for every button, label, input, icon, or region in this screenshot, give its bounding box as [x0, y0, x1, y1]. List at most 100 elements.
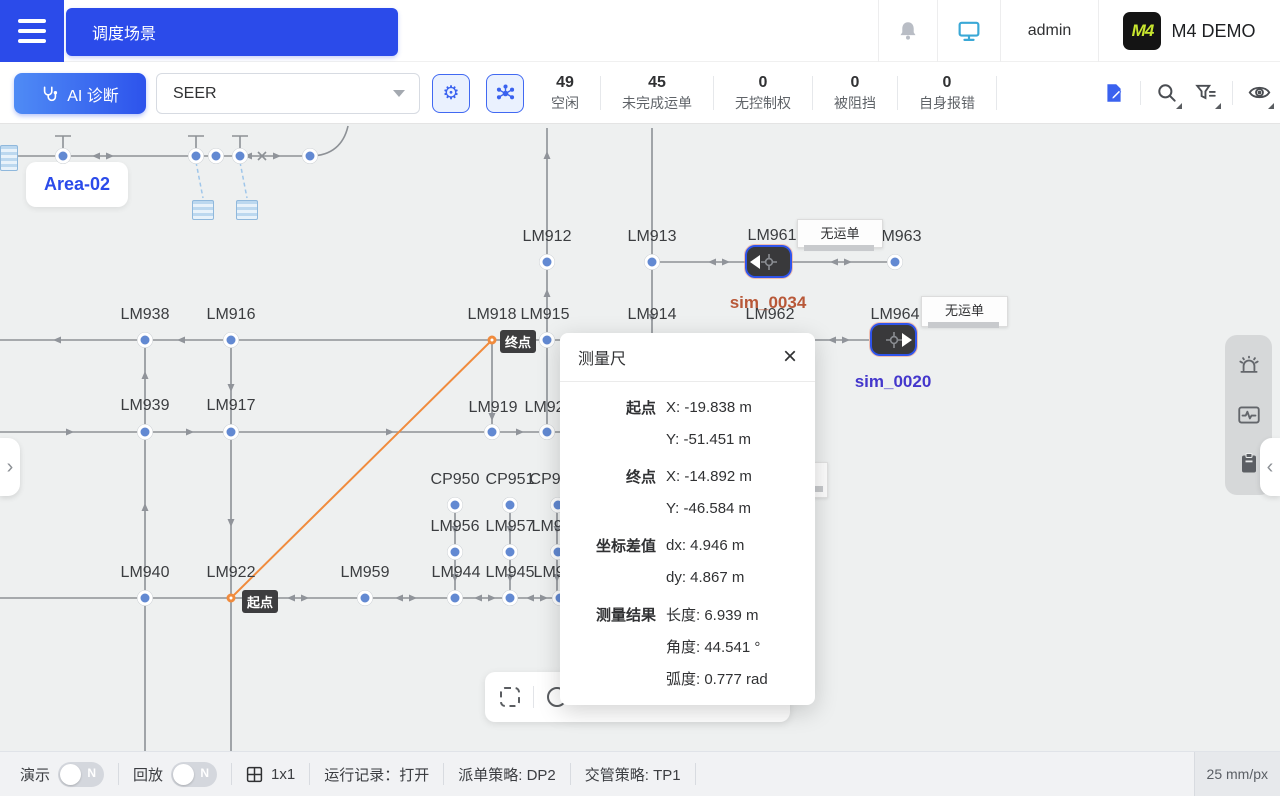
select-region-icon[interactable] [500, 687, 520, 707]
storage-icon [0, 145, 18, 171]
node-label: LM944 [431, 564, 481, 581]
map-node-LM915[interactable] [539, 332, 555, 348]
map-node-LM940[interactable] [137, 590, 153, 606]
dispatch-strategy-item[interactable]: 派单策略: DP2 [458, 766, 556, 784]
node-label: LM915 [520, 306, 570, 323]
clipboard-button[interactable] [1236, 450, 1262, 476]
network-button[interactable] [486, 74, 524, 113]
user-menu[interactable]: admin [1000, 0, 1098, 62]
close-icon[interactable]: × [782, 343, 797, 370]
map-node-CP951[interactable] [502, 497, 518, 513]
measure-dialog-title: 测量尺 [578, 351, 627, 368]
node-label: LM912 [522, 228, 572, 245]
scene-select-value: SEER [173, 84, 217, 102]
left-panel-expander[interactable]: › [0, 438, 20, 496]
map-node-LM945[interactable] [502, 590, 518, 606]
chevron-right-icon: › [6, 455, 14, 478]
traffic-strategy-item[interactable]: 交管策略: TP1 [584, 766, 681, 784]
measure-dialog-header: 测量尺 × [560, 333, 815, 382]
node-label: LM961 [747, 227, 797, 244]
monitor-chart-button[interactable] [1236, 402, 1262, 428]
area-label: Area-02 [26, 162, 128, 207]
ai-diagnose-label: AI 诊断 [67, 87, 119, 105]
map-node-LM944[interactable] [447, 590, 463, 606]
document-edit-icon [1107, 83, 1122, 102]
map-node-LM919[interactable] [484, 424, 500, 440]
eye-icon [1248, 86, 1270, 99]
node-label: LM964 [870, 306, 920, 323]
map-node-LM939[interactable] [137, 424, 153, 440]
map-node-CP950[interactable] [447, 497, 463, 513]
replay-toggle-item: 回放 N [133, 761, 218, 787]
no-order-tooltip: 无运单 [921, 296, 1008, 328]
node-label: LM919 [468, 399, 518, 416]
node-label: LM922 [206, 564, 256, 581]
map-node-LM916[interactable] [223, 332, 239, 348]
tooltip-progress-bar [804, 245, 874, 251]
tooltip-progress-bar [928, 322, 999, 328]
ai-diagnose-button[interactable]: AI 诊断 [14, 73, 146, 114]
notifications-button[interactable] [878, 0, 937, 62]
grid-layout-button[interactable]: 1x1 [246, 766, 295, 783]
stethoscope-icon [43, 85, 58, 101]
demo-toggle-item: 演示 N [20, 761, 105, 787]
node-label: LM913 [627, 228, 677, 245]
visibility-button[interactable] [1246, 80, 1274, 109]
right-panel-expander[interactable]: ‹ [1260, 438, 1280, 496]
map-node[interactable] [232, 148, 248, 164]
node-label: LM914 [627, 306, 677, 323]
tab-scene[interactable]: 调度场景 [66, 8, 398, 56]
brand-area: M4 M4 DEMO [1098, 0, 1280, 62]
scene-select[interactable]: SEER [156, 73, 420, 114]
robot-sim-0020[interactable] [869, 322, 918, 357]
map-node-LM963[interactable] [887, 254, 903, 270]
storage-icon [236, 200, 258, 220]
map-node[interactable] [55, 148, 71, 164]
map-node[interactable] [208, 148, 224, 164]
map-node-LM938[interactable] [137, 332, 153, 348]
filter-button[interactable] [1193, 80, 1221, 109]
monitor-button[interactable] [937, 0, 1000, 62]
grid-layout-value: 1x1 [271, 765, 296, 783]
run-log-item[interactable]: 运行记录：打开 [324, 766, 430, 784]
map-node[interactable] [188, 148, 204, 164]
node-label: LM956 [430, 518, 480, 535]
node-label: LM945 [485, 564, 535, 581]
menu-icon[interactable] [0, 0, 64, 62]
measure-start-point [226, 593, 236, 603]
start-badge: 起点 [242, 590, 279, 613]
end-badge: 终点 [500, 330, 537, 353]
search-button[interactable] [1154, 80, 1182, 109]
robot-sim-0034[interactable] [744, 244, 793, 279]
map-node-LM920[interactable] [539, 424, 555, 440]
replay-label: 回放 [133, 766, 164, 784]
alarm-button[interactable] [1236, 354, 1262, 380]
crosshair-icon [885, 331, 902, 348]
replay-toggle[interactable]: N [171, 761, 218, 787]
node-label: LM940 [120, 564, 170, 581]
settings-button[interactable]: ⚙ [432, 74, 470, 113]
map-node-LM956[interactable] [447, 544, 463, 560]
demo-toggle[interactable]: N [58, 761, 105, 787]
map-node-LM917[interactable] [223, 424, 239, 440]
map-node-LM912[interactable] [539, 254, 555, 270]
map-node-LM913[interactable] [644, 254, 660, 270]
map-node[interactable] [302, 148, 318, 164]
chevron-down-icon [393, 90, 405, 97]
node-label: LM963 [872, 228, 922, 245]
monitor-icon [958, 21, 980, 41]
robot-heading-icon [902, 332, 912, 347]
map-node-LM959[interactable] [357, 590, 373, 606]
map-tool-icons [1101, 62, 1274, 123]
map-node-LM957[interactable] [502, 544, 518, 560]
edit-record-button[interactable] [1101, 80, 1127, 106]
map-canvas[interactable]: Area-02 LM912 LM913 LM961 LM963 LM938 [0, 124, 1280, 751]
